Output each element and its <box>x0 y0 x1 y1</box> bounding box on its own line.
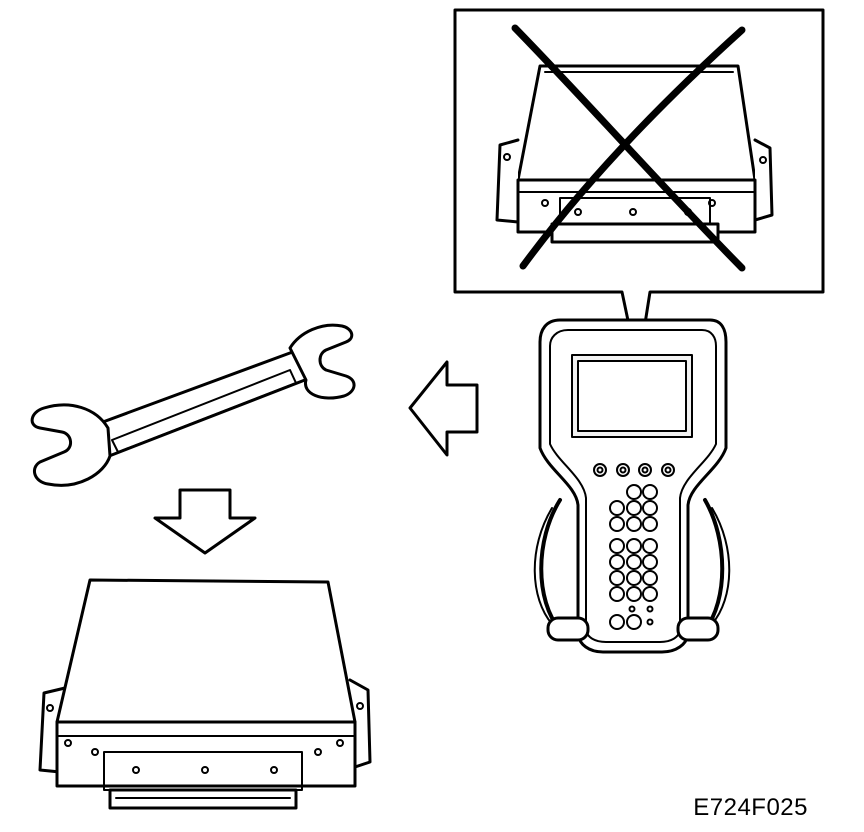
scan-tool-function-keys <box>593 463 675 477</box>
wrench-icon <box>30 323 356 487</box>
arrow-down-icon <box>153 488 257 555</box>
prohibited-cross-icon <box>511 24 746 272</box>
scan-tool-keypad <box>609 484 658 630</box>
arrow-left-icon <box>408 360 479 457</box>
figure-code: E724F025 <box>693 794 808 821</box>
ecu-module-icon <box>38 578 372 810</box>
